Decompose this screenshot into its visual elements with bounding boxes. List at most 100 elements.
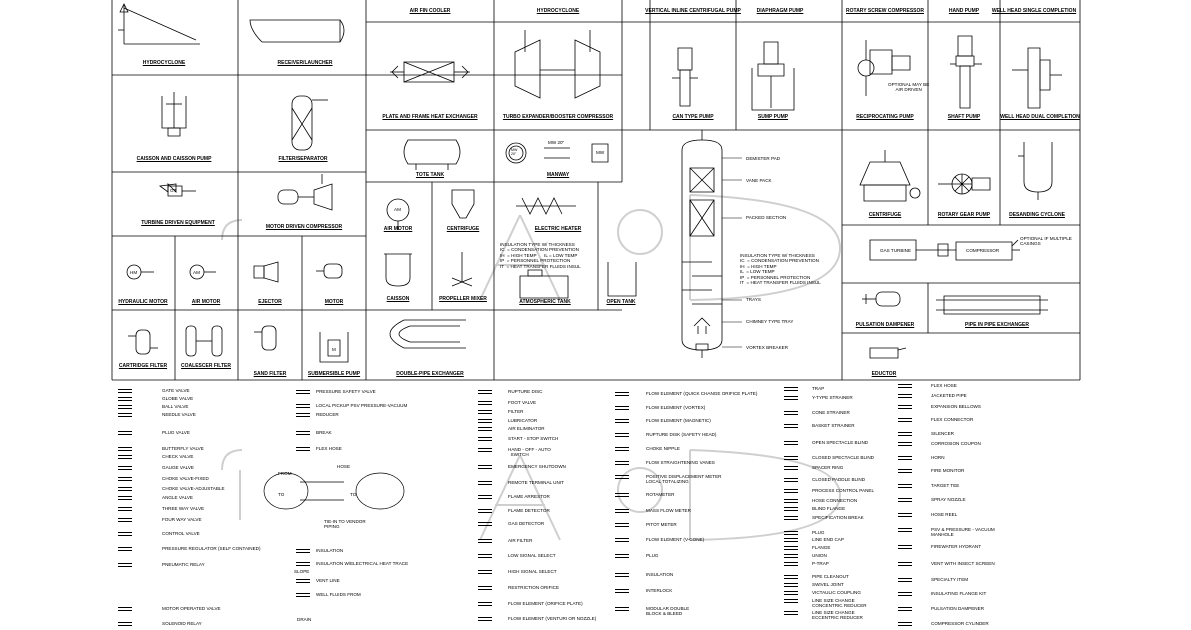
legend-symbol-icon [118,622,132,626]
legend-symbol-icon [615,392,629,396]
hydrocyclone-a-symbol [118,4,200,44]
shaft-pump-symbol [950,36,982,108]
legend-col2-item: LOCAL PICKUP PSV PRESSURE-VACUUM [316,403,408,408]
air-motor-b-symbol [190,265,216,279]
legend-col4-item: RUPTURE DISK (SAFETY HEAD) [646,432,717,437]
centrifuge-a-symbol [452,190,474,218]
legend-col1-item: CHOKE VALVE-FIXED [162,476,209,481]
legend-col6-item: INSULATING FLANGE KIT [931,591,987,596]
legend-col2-item: WELL FLUIDS FROM [316,592,361,597]
legend-symbol-icon [898,513,912,517]
legend-col5-item: LINE END CAP [812,537,844,542]
air-motor-a-symbol [387,199,409,230]
legend-col1-item: BUTTERFLY VALVE [162,446,204,451]
legend-col3-item: HIGH SIGNAL SELECT [508,569,557,574]
legend-symbol-icon [478,448,492,452]
label-desanding-cyclone: DESANDING CYCLONE [1009,212,1065,218]
column-demister-pad: DEMISTER PAD [746,156,781,161]
legend-col5-item: TRAP [812,386,825,391]
legend-symbol-icon [478,554,492,558]
legend-col1-item: MOTOR OPERATED VALVE [162,606,221,611]
label-well-head-single: WELL HEAD SINGLE COMPLETION [991,8,1077,14]
label-atmospheric-tank: ATMOSPHERIC TANK [519,299,571,305]
legend-col4-item: FLOW ELEMENT (VORTEX) [646,405,706,410]
legend-col6-item: TARGET TEE [931,483,960,488]
motor-symbol [316,264,342,278]
legend-col4-item: PLUG [646,553,659,558]
label-pulsation-dampener-eq: PULSATION DAMPENER [855,322,915,328]
propeller-mixer-symbol [452,252,472,286]
note-optional-casings: OPTIONAL IF MULTIPLE CASINGS [1020,236,1072,247]
legend-symbol-icon [898,432,912,436]
legend-col5-item: LINE SIZE CHANGE CONCENTRIC REDUCER [812,598,867,608]
centrifuge-b-symbol [860,150,920,201]
legend-symbol-icon [898,418,912,422]
double-pipe-hx-symbol [390,320,466,348]
legend-col4-item: FLOW ELEMENT (V-CONE) [646,537,705,542]
note-slope: SLOPE [294,569,310,574]
label-rotary-screw-compressor: ROTARY SCREW COMPRESSOR [846,8,924,14]
legend-col6-item: FLEX HOSE [931,383,957,388]
legend-symbol-icon [784,538,798,542]
legend-symbol-icon [898,622,912,626]
legend-symbol-icon [898,545,912,549]
legend-symbol-icon [478,586,492,590]
legend-symbol-icon [478,602,492,606]
reciprocating-pump-symbol [858,40,910,96]
motor-driven-compressor-symbol [278,174,332,210]
note-am-a: AM [394,207,401,212]
label-shaft-pump: SHAFT PUMP [947,114,981,120]
legend-col6-item: SPECIALTY ITEM [931,577,969,582]
legend-symbol-icon [615,554,629,558]
label-air-fin-cooler: AIR FIN COOLER [409,8,451,14]
caisson-pump-symbol [162,92,186,136]
legend-col6-item: SPRAY NOZZLE [931,497,966,502]
legend-col2-item: REDUCER [316,412,339,417]
legend-col4-item: FLOW ELEMENT (QUICK CHANGE ORIFICE PLATE… [646,391,758,396]
legend-col6-item: HOSE REEL [931,512,958,517]
legend-col1-item: SOLENOID RELAY [162,621,202,626]
legend-col1-item: FOUR WAY VALVE [162,517,202,522]
legend-col3-item: FILTER [508,409,524,414]
legend-symbol-icon [118,518,132,522]
legend-col6-item: COMPRESSOR CYLINDER [931,621,989,626]
legend-symbol-icon [898,456,912,460]
legend-symbol-icon [478,437,492,441]
legend-symbol-icon [615,419,629,423]
legend-col1-item: NEEDLE VALVE [162,412,196,417]
label-plate-frame-hx: PLATE AND FRAME HEAT EXCHANGER [382,114,478,120]
label-filter-separator: FILTER/SEPARATOR [278,156,328,162]
legend-col3-item: FLOW ELEMENT (ORIFICE PLATE) [508,601,583,606]
legend-symbol-icon [784,575,798,579]
label-well-head-dual: WELL HEAD DUAL COMPLETION [1000,114,1080,120]
turbo-expander-symbol [515,30,600,98]
can-type-pump-symbol [672,48,698,106]
label-manway: MANWAY [546,172,570,178]
legend-symbol-icon [784,499,798,503]
label-open-tank: OPEN TANK [606,299,636,305]
legend-symbol-icon [898,562,912,566]
label-centrifuge-a: CENTRIFUGE [446,226,480,232]
legend-col2-item: INSULATION W/ELECTRICAL HEAT TRACE [316,561,409,566]
legend-symbol-icon [615,433,629,437]
label-submersible-pump: SUBMERSIBLE PUMP [307,371,361,377]
legend-symbol-icon [118,389,132,393]
legend-col3-item: LUBRICATOR [508,418,538,423]
atmospheric-tank-symbol [520,270,568,298]
legend-symbol-icon [118,413,132,417]
legend-symbol-icon [615,589,629,593]
label-reciprocating-pump: RECIPROCATING PUMP [856,114,914,120]
legend-symbol-icon [118,532,132,536]
label-motor: MOTOR [324,299,344,305]
legend-symbol-icon [898,469,912,473]
legend-col3-item: FLAME DETECTOR [508,508,550,513]
legend-symbol-icon [784,456,798,460]
legend-symbol-icon [615,475,629,479]
well-head-dual-symbol [1012,48,1062,108]
label-electric-heater: ELECTRIC HEATER [534,226,582,232]
legend-symbol-icon [478,495,492,499]
legend-col1-item: GATE VALVE [162,388,190,393]
legend-col4-item: ROTAMETER [646,492,675,497]
label-caisson: CAISSON [386,296,410,302]
legend-symbol-icon [784,591,798,595]
